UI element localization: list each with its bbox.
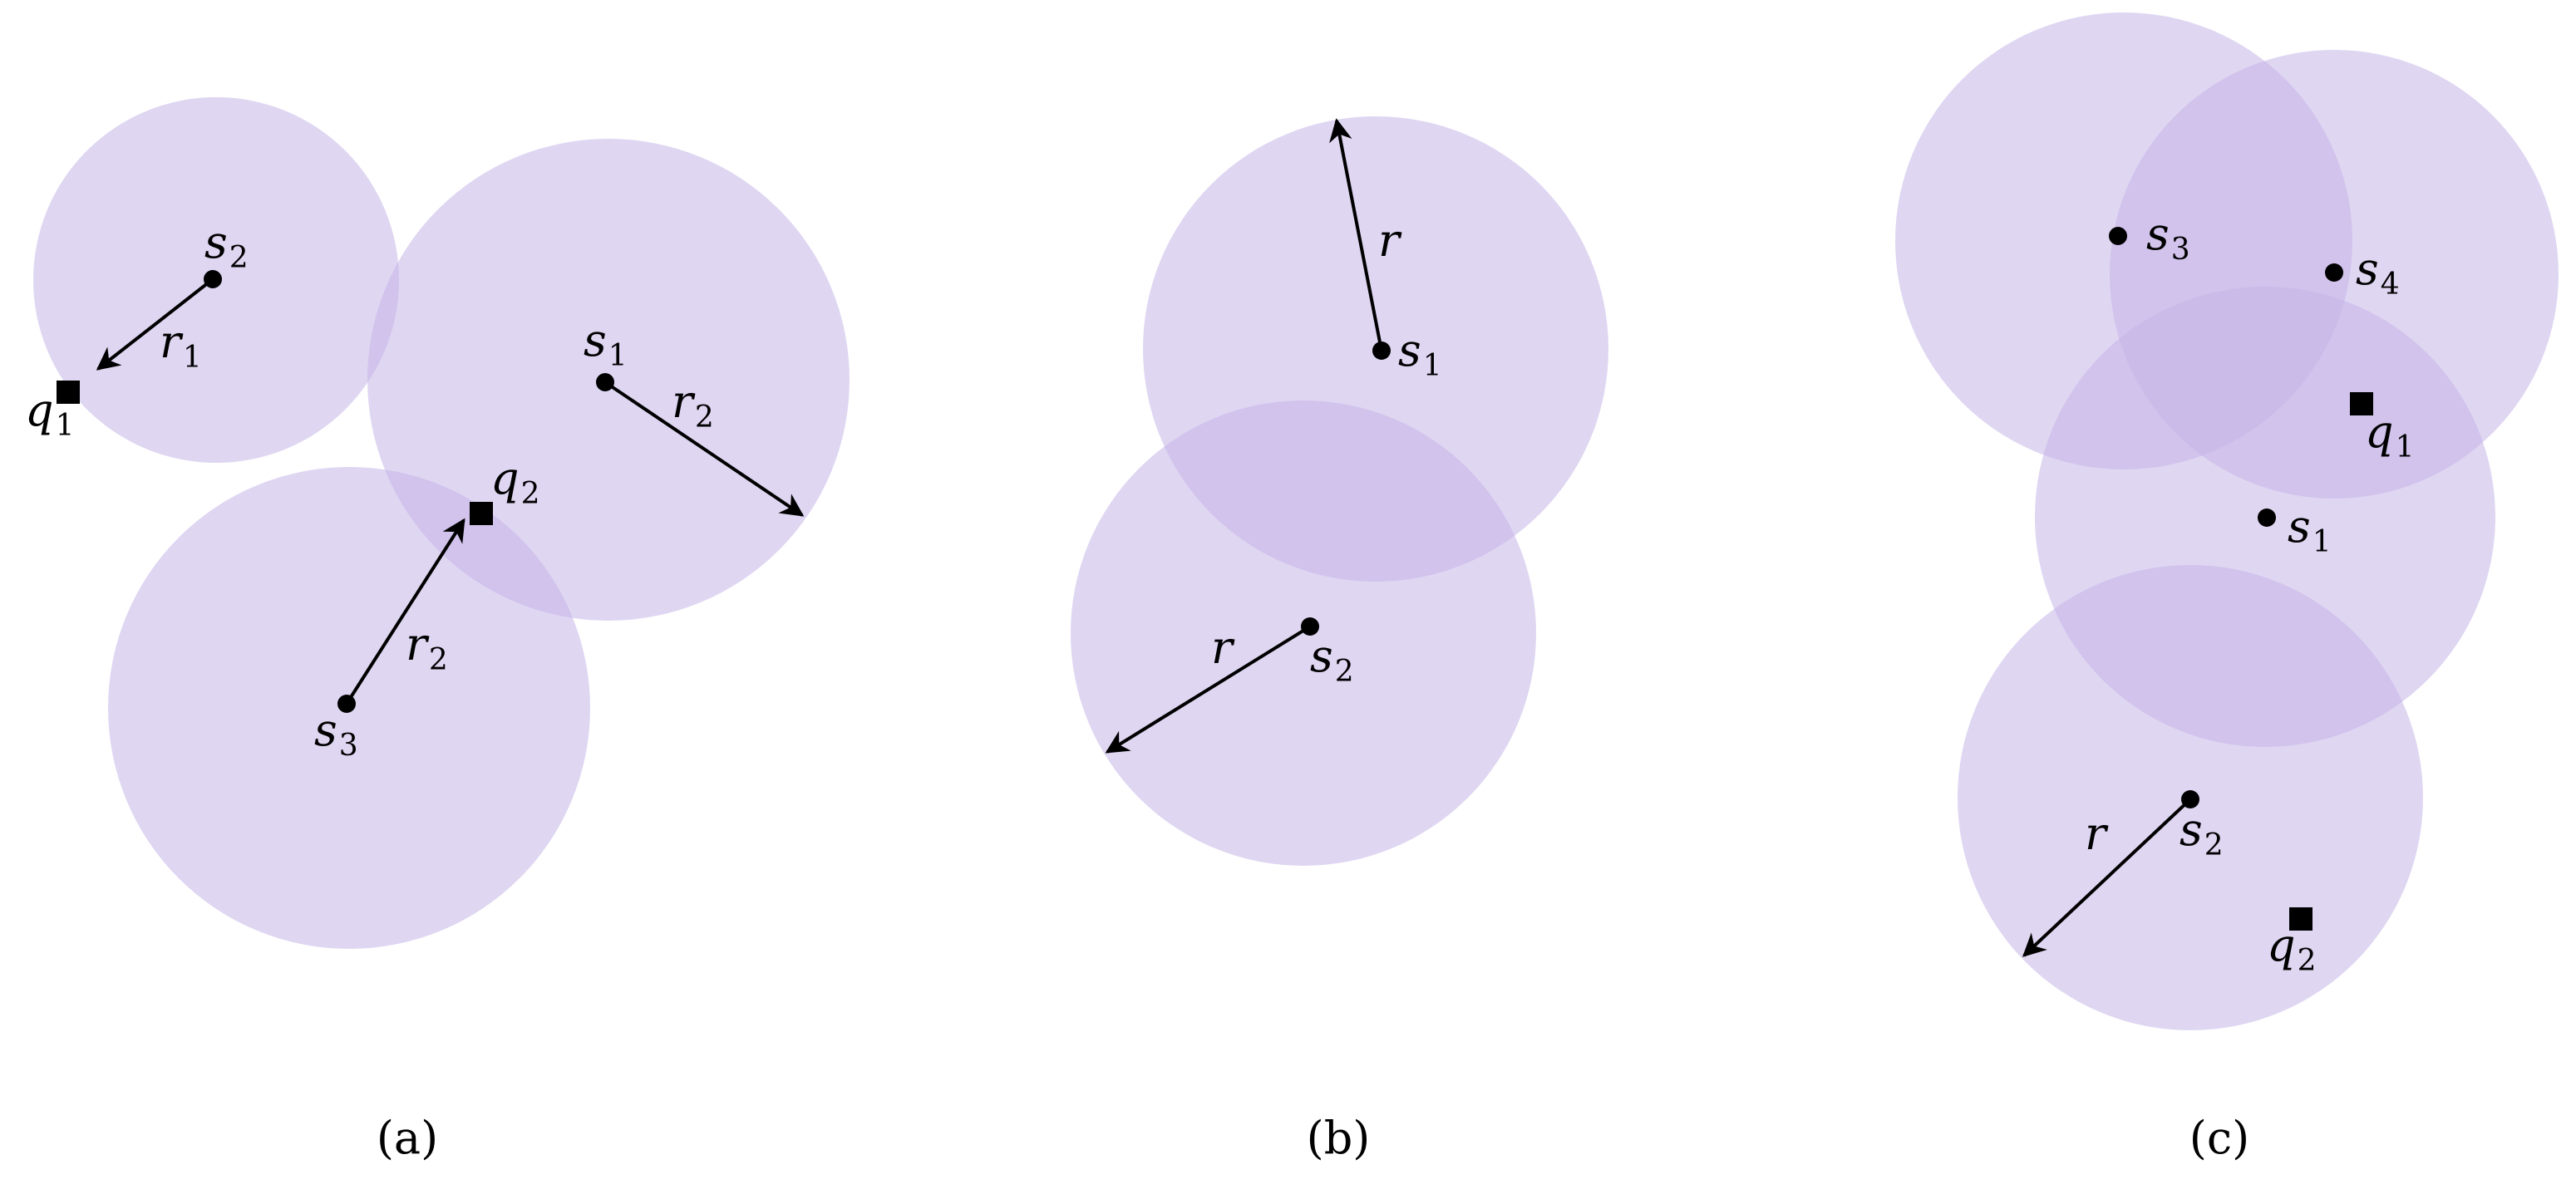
radius-arrow-s2	[96, 278, 214, 371]
caption-c: (c)	[2189, 1112, 2249, 1164]
site-label-s1: s1	[1398, 324, 1442, 383]
caption-b: (b)	[1307, 1112, 1371, 1164]
site-label-s3: s3	[2146, 208, 2190, 267]
site-point-s1	[2258, 509, 2276, 527]
site-point-s1	[1372, 341, 1391, 360]
site-label-s3: s3	[314, 704, 358, 763]
query-label-q2: q2	[490, 452, 539, 511]
panel-c: s3 s4 s1 s2 q1 q2 r (c)	[1895, 12, 2559, 1164]
query-point-q2	[470, 502, 493, 525]
site-label-s2: s2	[204, 216, 249, 275]
radius-label-r: r	[2085, 808, 2109, 860]
query-label-q1: q1	[2365, 405, 2414, 464]
radius-label-r2-s3: r2	[406, 618, 448, 677]
site-label-s4: s4	[2356, 243, 2400, 302]
site-point-s3	[2109, 227, 2127, 245]
site-label-s1: s1	[2288, 500, 2332, 559]
site-point-s4	[2325, 263, 2343, 282]
query-point-q1	[57, 381, 80, 404]
radius-label-r1: r1	[160, 316, 202, 375]
disk-s2	[1071, 400, 1536, 866]
site-point-s3	[337, 695, 356, 713]
radius-label-r-s1: r	[1378, 214, 1402, 267]
panel-a: s2 s1 s3 q1 q2 r1 r2 r2 (a)	[25, 97, 850, 1164]
site-label-s2: s2	[1310, 630, 1354, 689]
radius-label-r-s2: r	[1211, 622, 1235, 674]
query-point-q2	[2289, 907, 2312, 931]
query-label-q2: q2	[2267, 919, 2316, 978]
radius-arrow-s2	[2022, 798, 2192, 957]
site-label-s2: s2	[2180, 803, 2224, 862]
radius-arrow-s1	[1329, 118, 1383, 351]
radius-arrow-s3	[345, 518, 465, 705]
site-label-s1: s1	[584, 314, 628, 373]
query-label-q1: q1	[25, 384, 74, 443]
site-point-s1	[596, 373, 614, 391]
caption-a: (a)	[377, 1112, 438, 1164]
site-point-s2	[2181, 790, 2199, 808]
site-point-s2	[204, 270, 222, 288]
radius-arrow-s1	[603, 381, 805, 517]
panel-b: s1 s2 r r (b)	[1071, 116, 1608, 1164]
site-point-s2	[1301, 617, 1319, 636]
query-point-q1	[2350, 392, 2373, 415]
radius-arrow-s2	[1105, 625, 1312, 754]
radius-label-r2-s1: r2	[672, 376, 714, 435]
